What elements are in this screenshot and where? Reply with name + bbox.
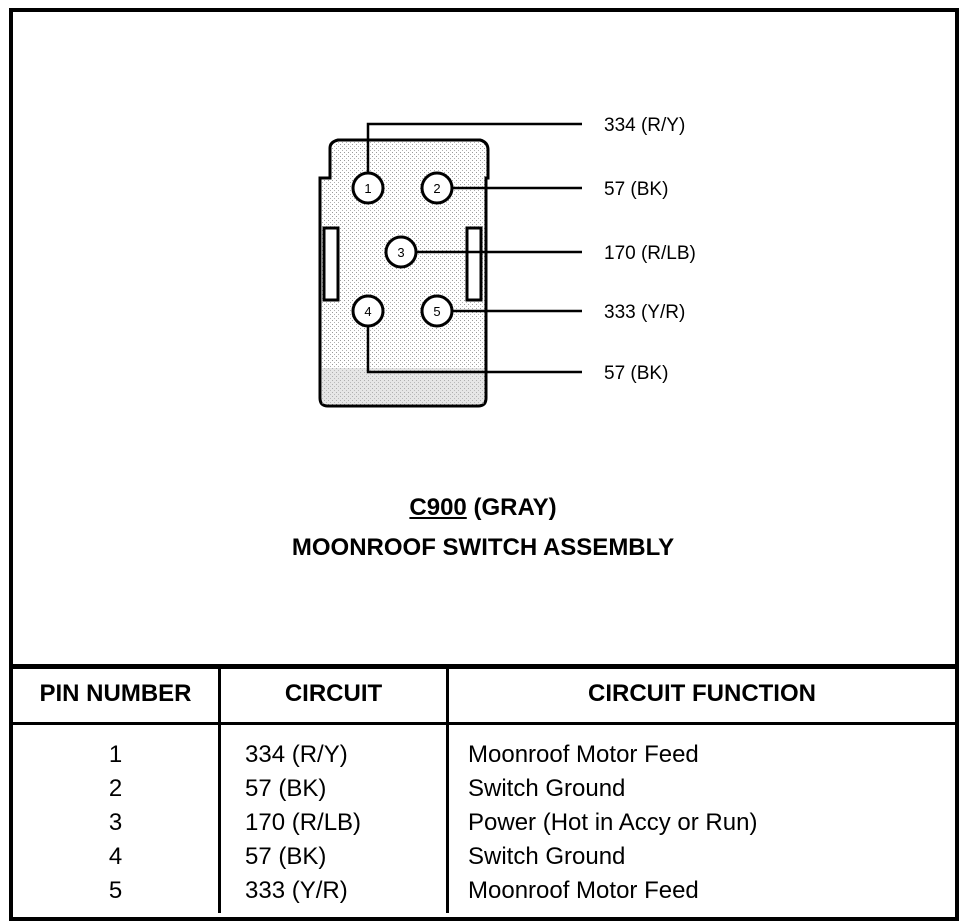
wire-label-pin-2: 57 (BK) (604, 179, 668, 200)
lower-shading (322, 368, 484, 404)
connector-diagram: 1 2 3 4 5 334 (R/Y) 57 (BK) 170 (R/LB) 3… (318, 115, 696, 408)
assembly-name: MOONROOF SWITCH ASSEMBLY (291, 534, 675, 561)
wire-label-pin-4: 57 (BK) (604, 363, 668, 384)
table-row-5-function: Moonroof Motor Feed (468, 877, 699, 904)
table-row-5-circuit: 333 (Y/R) (245, 877, 348, 904)
table-row-2-pin: 2 (108, 775, 123, 802)
wire-label-pin-5: 333 (Y/R) (604, 302, 685, 323)
table-row-2-circuit: 57 (BK) (245, 775, 327, 802)
wire-label-pin-3: 170 (R/LB) (604, 243, 696, 264)
circuit-function-column: Moonroof Motor Feed Switch Ground Power … (468, 738, 757, 908)
pin-2-circle (420, 171, 454, 205)
table-row-3-function: Power (Hot in Accy or Run) (468, 809, 758, 836)
header-circuit-function: CIRCUIT FUNCTION (588, 680, 816, 707)
table-row-4-circuit: 57 (BK) (245, 843, 327, 870)
pin-3-label: 3 (397, 245, 404, 260)
table-row-1-pin: 1 (108, 741, 123, 768)
column-divider-2 (446, 669, 449, 913)
pin-number-column: 1 2 3 4 5 (13, 738, 218, 908)
wire-pin-4 (366, 327, 582, 374)
table-row-4-pin: 4 (108, 843, 123, 870)
right-latch-slot (465, 226, 483, 302)
table-row-3-circuit: 170 (R/LB) (245, 809, 362, 836)
left-latch-slot (322, 226, 340, 302)
pin-1-label: 1 (364, 181, 371, 196)
connector-title: C900 (GRAY) MOONROOF SWITCH ASSEMBLY (0, 490, 966, 566)
pin-3-circle (384, 235, 418, 269)
column-divider-1 (218, 669, 221, 913)
wire-label-pin-1: 334 (R/Y) (604, 115, 685, 136)
diagram-frame (9, 8, 959, 921)
pin-1-circle (351, 171, 385, 205)
table-top-border (13, 664, 955, 669)
table-row-2-function: Switch Ground (468, 775, 626, 802)
table-row-4-function: Switch Ground (468, 843, 626, 870)
connector-id: C900 (409, 494, 467, 521)
connector-body (318, 138, 490, 408)
table-row-1-circuit: 334 (R/Y) (245, 741, 348, 768)
circuit-column: 334 (R/Y) 57 (BK) 170 (R/LB) 57 (BK) 333… (245, 738, 361, 908)
pin-4-circle (351, 294, 385, 328)
table-row-1-function: Moonroof Motor Feed (468, 741, 699, 768)
wire-pin-1 (366, 122, 582, 188)
table-row-5-pin: 5 (108, 877, 123, 904)
table-header-divider (13, 722, 955, 725)
header-circuit: CIRCUIT (284, 680, 383, 707)
pin-5-label: 5 (433, 304, 440, 319)
connector-color: (GRAY) (473, 494, 557, 521)
table-row-3-pin: 3 (108, 809, 123, 836)
pin-4-label: 4 (364, 304, 371, 319)
header-pin-number: PIN NUMBER (39, 680, 192, 707)
pin-5-circle (420, 294, 454, 328)
connector-id-line: C900 (GRAY) (0, 490, 966, 526)
pin-2-label: 2 (433, 181, 440, 196)
